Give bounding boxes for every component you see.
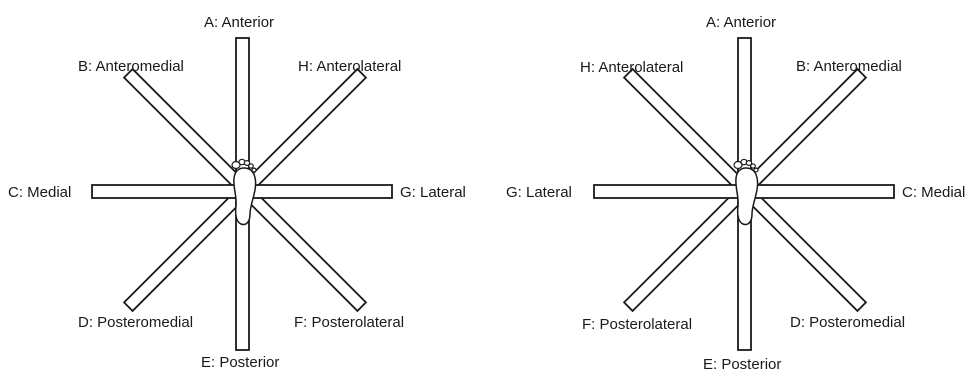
right-label-medial: C: Medial — [902, 184, 965, 201]
right-label-anterolateral: H: Anterolateral — [580, 59, 683, 76]
left-label-anterolateral: H: Anterolateral — [298, 58, 401, 75]
right-foot-icon — [733, 158, 759, 226]
left-label-medial: C: Medial — [8, 184, 71, 201]
left-label-posterior: E: Posterior — [201, 354, 279, 371]
right-label-posteromedial: D: Posteromedial — [790, 314, 905, 331]
right-label-posterolateral: F: Posterolateral — [582, 316, 692, 333]
left-label-lateral: G: Lateral — [400, 184, 466, 201]
left-label-anteromedial: B: Anteromedial — [78, 58, 184, 75]
right-label-anteromedial: B: Anteromedial — [796, 58, 902, 75]
right-star-diagram: A: Anterior H: Anterolateral B: Anterome… — [506, 14, 965, 372]
right-label-posterior: E: Posterior — [703, 356, 781, 372]
right-label-lateral: G: Lateral — [506, 184, 572, 201]
left-label-anterior: A: Anterior — [204, 14, 274, 31]
left-label-posteromedial: D: Posteromedial — [78, 314, 193, 331]
left-foot-icon — [231, 158, 257, 226]
left-label-posterolateral: F: Posterolateral — [294, 314, 404, 331]
right-label-anterior: A: Anterior — [706, 14, 776, 31]
left-star-diagram: A: Anterior B: Anteromedial H: Anterolat… — [8, 14, 466, 371]
